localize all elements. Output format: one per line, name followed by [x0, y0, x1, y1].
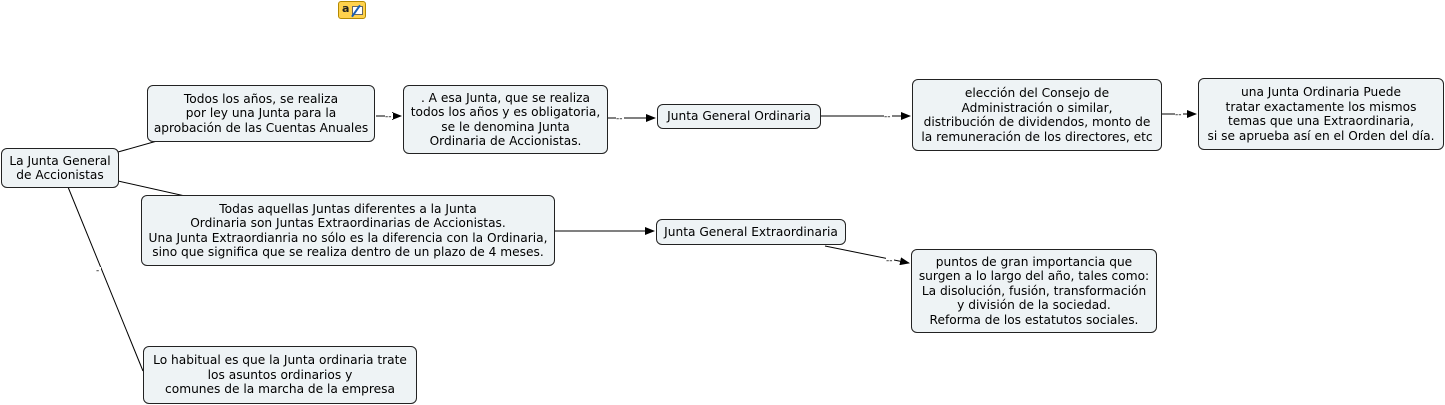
node-junta-general-ordinaria[interactable]: Junta General Ordinaria	[657, 104, 821, 129]
node-junta-general-extraordinaria[interactable]: Junta General Extraordinaria	[656, 219, 846, 245]
node-esa-junta[interactable]: . A esa Junta, que se realiza todos los …	[403, 85, 608, 154]
node-root[interactable]: La Junta General de Accionistas	[1, 148, 119, 188]
node-puntos[interactable]: puntos de gran importancia que surgen a …	[911, 249, 1157, 333]
node-eleccion[interactable]: elección del Consejo de Administración o…	[912, 79, 1162, 151]
link-extra-to-puntos	[824, 245, 910, 266]
link-root-to-habitual	[67, 186, 144, 372]
link-label-extra-to-puntos: --	[886, 256, 893, 266]
link-root-to-todas	[117, 180, 186, 197]
link-label-esa-to-ordinaria: --	[616, 114, 623, 124]
node-lo-habitual-text: Lo habitual es que la Junta ordinaria tr…	[153, 353, 407, 397]
link-root-to-todos	[117, 140, 158, 153]
node-todos-los-anos[interactable]: Todos los años, se realiza por ley una J…	[147, 85, 375, 142]
link-label-root-to-habitual: -	[96, 266, 99, 276]
node-todas-aquellas[interactable]: Todas aquellas Juntas diferentes a la Ju…	[141, 195, 555, 266]
link-label-eleccion-to-puede: --	[1175, 110, 1182, 120]
link-label-ordinaria-to-eleccion: --	[884, 112, 891, 122]
node-todos-los-anos-text: Todos los años, se realiza por ley una J…	[153, 91, 369, 135]
node-junta-general-extraordinaria-text: Junta General Extraordinaria	[664, 224, 838, 239]
node-ordinaria-puede-text: una Junta Ordinaria Puede tratar exactam…	[1207, 85, 1435, 143]
edit-note-icon[interactable]: a	[338, 1, 366, 19]
node-todas-aquellas-text: Todas aquellas Juntas diferentes a la Ju…	[148, 201, 548, 260]
node-junta-general-ordinaria-text: Junta General Ordinaria	[667, 109, 811, 124]
node-lo-habitual[interactable]: Lo habitual es que la Junta ordinaria tr…	[143, 346, 417, 404]
link-label-todos-to-esa: --	[385, 112, 392, 122]
node-esa-junta-text: . A esa Junta, que se realiza todos los …	[410, 90, 601, 149]
node-eleccion-text: elección del Consejo de Administración o…	[921, 86, 1153, 144]
node-puntos-text: puntos de gran importancia que surgen a …	[918, 254, 1150, 327]
node-root-text: La Junta General de Accionistas	[9, 153, 111, 183]
node-ordinaria-puede[interactable]: una Junta Ordinaria Puede tratar exactam…	[1198, 78, 1444, 150]
